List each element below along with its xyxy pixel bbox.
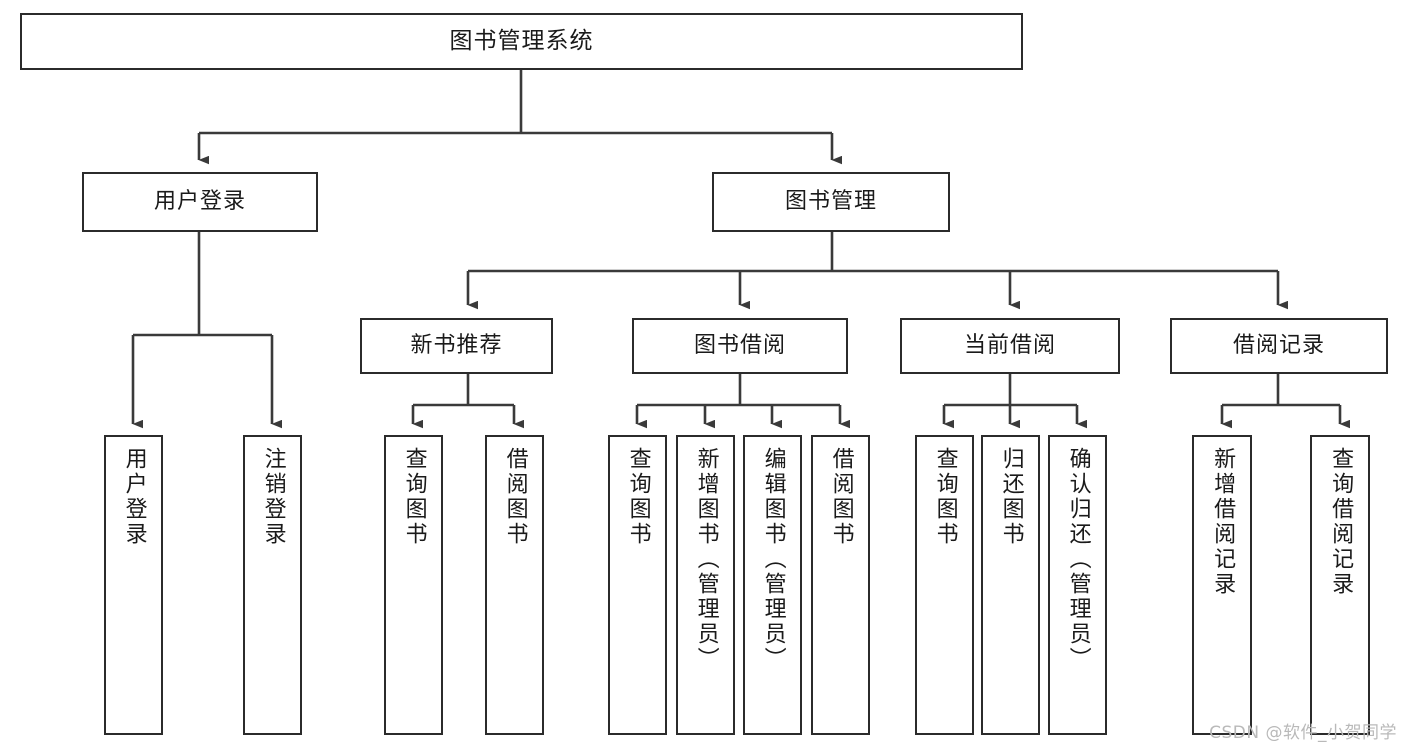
leaf-borrow-book-2[interactable]: 借阅图书 xyxy=(811,435,870,735)
node-label: 归还图书 xyxy=(998,447,1024,547)
node-book-manage[interactable]: 图书管理 xyxy=(712,172,950,232)
node-label: 图书管理 xyxy=(784,188,877,214)
node-label: 图书借阅 xyxy=(693,332,786,358)
node-book-borrow[interactable]: 图书借阅 xyxy=(632,318,848,374)
watermark-text: CSDN @软件_小贺同学 xyxy=(1209,723,1397,743)
node-root-system[interactable]: 图书管理系统 xyxy=(20,13,1023,70)
node-label: 注销登录 xyxy=(260,447,286,547)
leaf-query-record[interactable]: 查询借阅记录 xyxy=(1310,435,1370,735)
leaf-query-book-2[interactable]: 查询图书 xyxy=(608,435,667,735)
node-label: 新增借阅记录 xyxy=(1210,447,1236,597)
node-label: 查询借阅记录 xyxy=(1328,447,1354,597)
node-label: 借阅图书 xyxy=(502,447,528,547)
node-label: 用户登录 xyxy=(121,447,147,547)
node-borrow-record[interactable]: 借阅记录 xyxy=(1170,318,1388,374)
node-label: 确认归还（管理员） xyxy=(1065,447,1091,672)
leaf-edit-book[interactable]: 编辑图书（管理员） xyxy=(743,435,802,735)
leaf-user-login[interactable]: 用户登录 xyxy=(104,435,163,735)
node-label: 查询图书 xyxy=(401,447,427,547)
node-label: 用户登录 xyxy=(153,188,246,214)
leaf-add-record[interactable]: 新增借阅记录 xyxy=(1192,435,1252,735)
node-label: 查询图书 xyxy=(932,447,958,547)
node-label: 新书推荐 xyxy=(410,332,503,358)
node-user-login[interactable]: 用户登录 xyxy=(82,172,318,232)
leaf-confirm-return[interactable]: 确认归还（管理员） xyxy=(1048,435,1107,735)
node-label: 新增图书（管理员） xyxy=(693,447,719,672)
leaf-query-book-3[interactable]: 查询图书 xyxy=(915,435,974,735)
leaf-borrow-book-1[interactable]: 借阅图书 xyxy=(485,435,544,735)
leaf-return-book[interactable]: 归还图书 xyxy=(981,435,1040,735)
leaf-query-book-1[interactable]: 查询图书 xyxy=(384,435,443,735)
node-label: 编辑图书（管理员） xyxy=(760,447,786,672)
node-new-book-recommend[interactable]: 新书推荐 xyxy=(360,318,553,374)
leaf-add-book[interactable]: 新增图书（管理员） xyxy=(676,435,735,735)
node-label: 图书管理系统 xyxy=(449,27,594,54)
node-label: 当前借阅 xyxy=(963,332,1056,358)
leaf-logout[interactable]: 注销登录 xyxy=(243,435,302,735)
node-label: 借阅记录 xyxy=(1232,332,1325,358)
node-current-borrow[interactable]: 当前借阅 xyxy=(900,318,1120,374)
node-label: 查询图书 xyxy=(625,447,651,547)
node-label: 借阅图书 xyxy=(828,447,854,547)
